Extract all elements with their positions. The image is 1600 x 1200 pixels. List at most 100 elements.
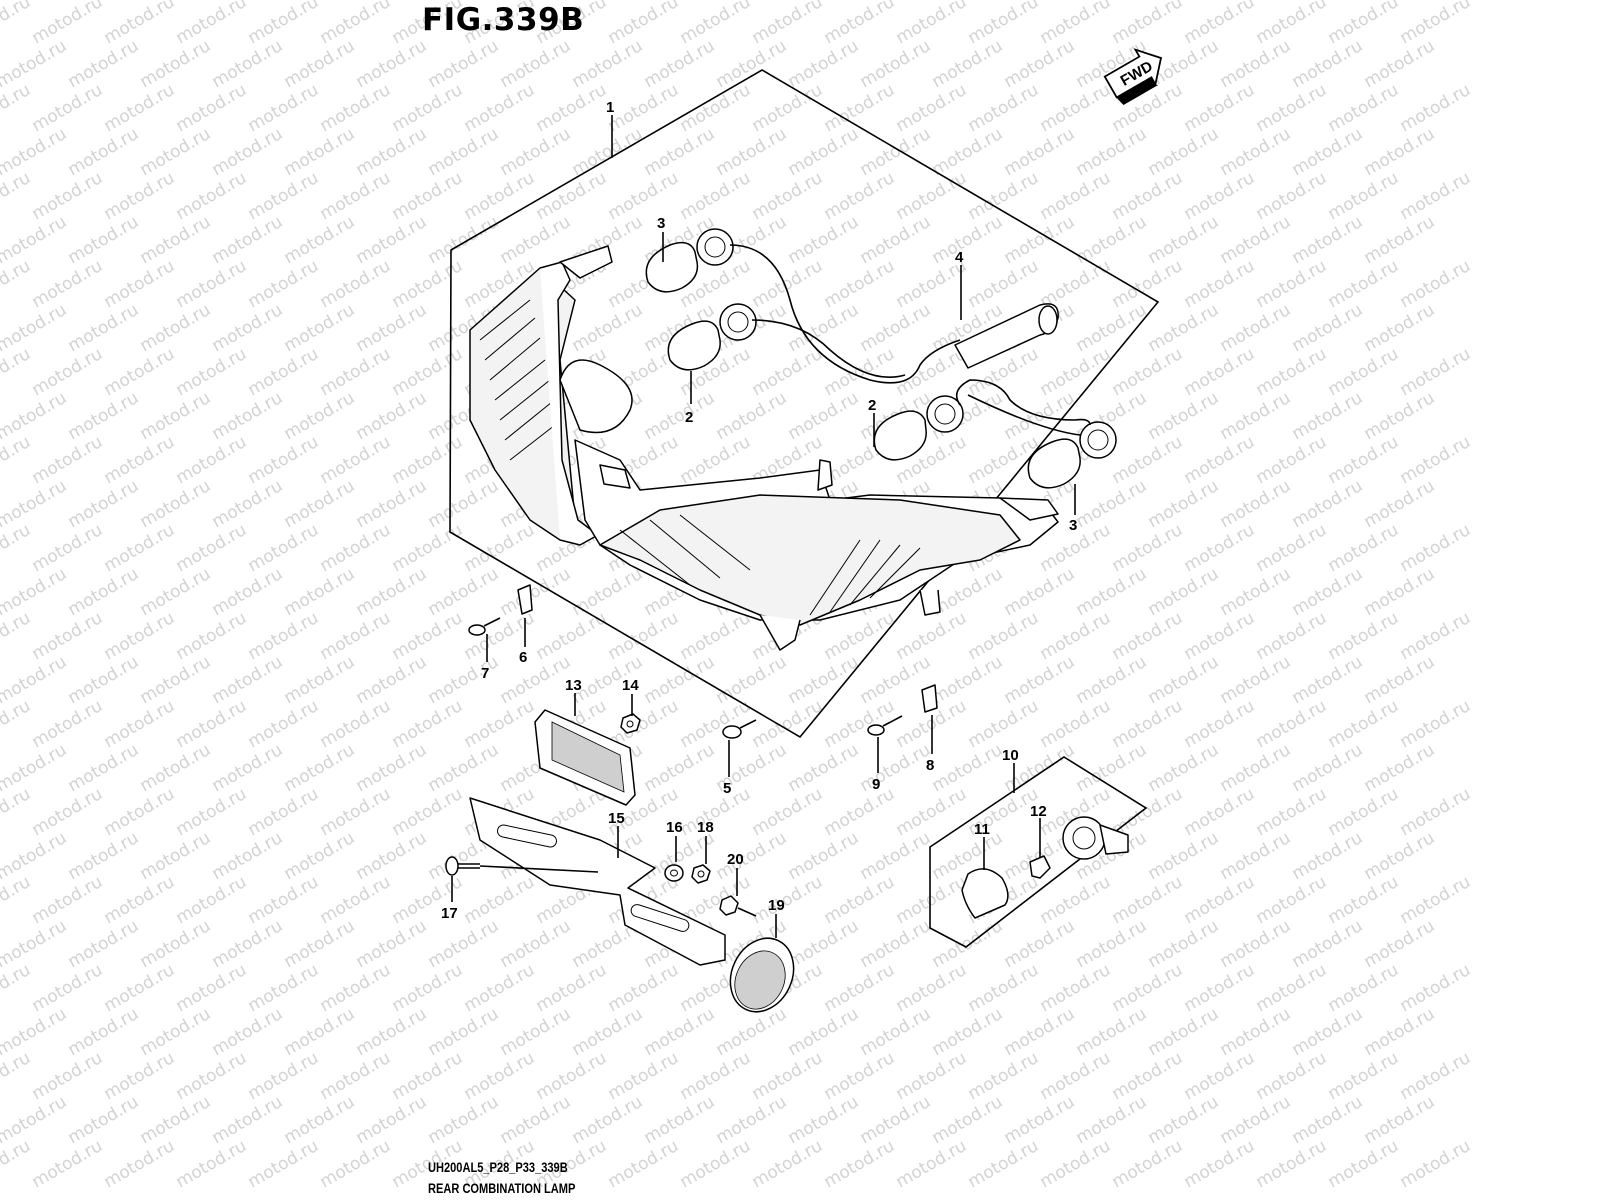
watermark-text: motod.ru [1397, 344, 1475, 400]
watermark-text: motod.ru [29, 1048, 107, 1104]
watermark-text: motod.ru [1073, 476, 1151, 532]
watermark-text: motod.ru [1037, 608, 1115, 664]
watermark-text: motod.ru [1109, 0, 1187, 48]
watermark-text: motod.ru [821, 168, 899, 224]
watermark-text: motod.ru [0, 828, 70, 884]
callout-7: 7 [481, 665, 489, 682]
watermark-text: motod.ru [497, 124, 575, 180]
watermark-text: motod.ru [1217, 212, 1295, 268]
watermark-text: motod.ru [1001, 1092, 1079, 1148]
watermark-text: motod.ru [173, 520, 251, 576]
watermark-text: motod.ru [389, 256, 467, 312]
callout-2-left: 2 [685, 409, 693, 426]
wiring-harness [729, 244, 1091, 436]
watermark-text: motod.ru [1397, 168, 1475, 224]
watermark-text: motod.ru [1109, 1136, 1187, 1192]
watermark-text: motod.ru [461, 520, 539, 576]
watermark-text: motod.ru [1289, 828, 1367, 884]
watermark-text: motod.ru [1289, 124, 1367, 180]
watermark-text: motod.ru [1037, 0, 1115, 48]
watermark-text: motod.ru [65, 740, 143, 796]
watermark-text: motod.ru [1397, 960, 1475, 1016]
watermark-text: motod.ru [893, 960, 971, 1016]
watermark-text: motod.ru [1145, 1092, 1223, 1148]
watermark-text: motod.ru [497, 1004, 575, 1060]
watermark-text: motod.ru [857, 916, 935, 972]
watermark-text: motod.ru [605, 168, 683, 224]
watermark-text: motod.ru [281, 388, 359, 444]
watermark-text: motod.ru [1217, 476, 1295, 532]
watermark-text: motod.ru [29, 432, 107, 488]
watermark-text: motod.ru [137, 388, 215, 444]
watermark-text: motod.ru [65, 300, 143, 356]
watermark-text: motod.ru [173, 872, 251, 928]
watermark-text: motod.ru [893, 608, 971, 664]
watermark-text: motod.ru [245, 168, 323, 224]
watermark-text: motod.ru [821, 872, 899, 928]
watermark-text: motod.ru [1397, 432, 1475, 488]
watermark-text: motod.ru [1361, 828, 1439, 884]
watermark-text: motod.ru [1397, 1136, 1475, 1192]
watermark-text: motod.ru [1325, 1136, 1403, 1192]
watermark-text: motod.ru [461, 872, 539, 928]
watermark-text: motod.ru [29, 608, 107, 664]
watermark-text: motod.ru [1181, 1136, 1259, 1192]
watermark-text: motod.ru [101, 344, 179, 400]
watermark-text: motod.ru [65, 1092, 143, 1148]
watermark-text: motod.ru [65, 388, 143, 444]
watermark-text: motod.ru [1325, 168, 1403, 224]
watermark-text: motod.ru [317, 696, 395, 752]
watermark-text: motod.ru [1397, 784, 1475, 840]
watermark-text: motod.ru [353, 476, 431, 532]
watermark-text: motod.ru [353, 36, 431, 92]
watermark-text: motod.ru [209, 300, 287, 356]
watermark-text: motod.ru [713, 388, 791, 444]
watermark-text: motod.ru [1109, 432, 1187, 488]
watermark-text: motod.ru [101, 784, 179, 840]
watermark-text: motod.ru [101, 256, 179, 312]
watermark-text: motod.ru [65, 652, 143, 708]
watermark-text: motod.ru [137, 652, 215, 708]
watermark-text: motod.ru [1325, 256, 1403, 312]
watermark-text: motod.ru [209, 652, 287, 708]
watermark-text: motod.ru [209, 1004, 287, 1060]
watermark-text: motod.ru [353, 828, 431, 884]
watermark-text: motod.ru [317, 168, 395, 224]
watermark-text: motod.ru [641, 1092, 719, 1148]
watermark-text: motod.ru [0, 212, 70, 268]
watermark-text: motod.ru [209, 36, 287, 92]
watermark-text: motod.ru [389, 960, 467, 1016]
watermark-text: motod.ru [65, 564, 143, 620]
watermark-text: motod.ru [209, 124, 287, 180]
watermark-text: motod.ru [317, 80, 395, 136]
watermark-text: motod.ru [857, 740, 935, 796]
watermark-text: motod.ru [1109, 168, 1187, 224]
watermark-text: motod.ru [461, 1048, 539, 1104]
watermark-text: motod.ru [1397, 256, 1475, 312]
watermark-text: motod.ru [1181, 256, 1259, 312]
bulbs [645, 241, 1081, 489]
watermark-text: motod.ru [605, 1048, 683, 1104]
watermark-text: motod.ru [1109, 256, 1187, 312]
watermark-text: motod.ru [605, 80, 683, 136]
watermark-text: motod.ru [605, 1136, 683, 1192]
watermark-text: motod.ru [101, 1136, 179, 1192]
watermark-text: motod.ru [1253, 1048, 1331, 1104]
watermark-text: motod.ru [1289, 916, 1367, 972]
watermark-text: motod.ru [749, 256, 827, 312]
watermark-text: motod.ru [785, 1004, 863, 1060]
watermark-text: motod.ru [1109, 608, 1187, 664]
watermark-text: motod.ru [569, 1092, 647, 1148]
watermark-text: motod.ru [317, 1136, 395, 1192]
watermark-text: motod.ru [173, 432, 251, 488]
watermark-text: motod.ru [137, 916, 215, 972]
watermark-text: motod.ru [497, 212, 575, 268]
watermark-text: motod.ru [425, 36, 503, 92]
watermark-text: motod.ru [785, 1092, 863, 1148]
watermark-text: motod.ru [425, 124, 503, 180]
watermark-text: motod.ru [65, 212, 143, 268]
callout-labels: 1 3 2 2 3 4 5 6 7 8 9 10 11 12 13 14 15 … [441, 99, 1077, 922]
watermark-text: motod.ru [101, 432, 179, 488]
watermark-text: motod.ru [857, 212, 935, 268]
watermark-text: motod.ru [1397, 872, 1475, 928]
